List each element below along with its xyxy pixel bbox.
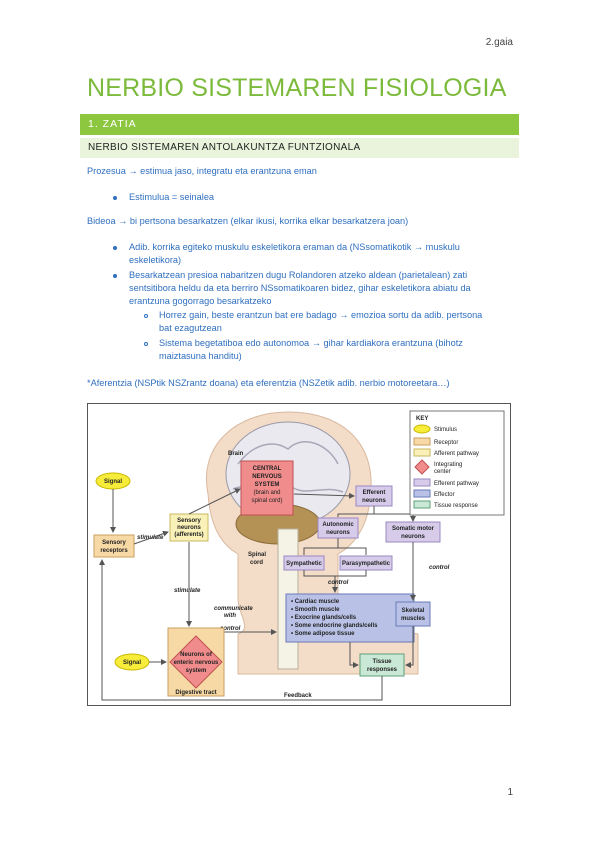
sub-bullet-line: Sistema begetatiboa edo autonomoa → giha…: [159, 338, 463, 348]
bullet-line: erantzuna gogorrago besarkatzeko: [129, 296, 272, 306]
somatic-motor-label-1: Somatic motor: [392, 526, 435, 532]
paragraph-afferent-efferent: *Aferentzia (NSPtik NSZrantz doana) eta …: [87, 378, 450, 388]
skeletal-muscles-label-2: muscles: [401, 616, 426, 622]
effector-item: • Some adipose tissue: [291, 631, 355, 637]
communicate-label-1: communicate: [214, 606, 253, 612]
effector-item: • Exocrine glands/cells: [291, 615, 357, 621]
bullet-dot: [113, 246, 117, 250]
key-item: Tissue response: [434, 503, 478, 509]
cns-box: [240, 460, 294, 516]
signal-bottom-label: Signal: [123, 660, 141, 666]
key-item: Stimulus: [434, 427, 457, 433]
feedback-path: [99, 559, 383, 701]
chapter-label: 2.gaia: [485, 37, 513, 48]
key-item: Effector: [434, 492, 455, 498]
sensory-neurons-label-1: Sensory: [177, 518, 201, 524]
bullet-line: sentsitibora heldu da eta berriro NSsoma…: [129, 283, 471, 293]
cns-label-2: NERVOUS: [252, 474, 282, 480]
paragraph-video: Bideoa → bi pertsona besarkatzen (elkar …: [87, 216, 409, 226]
key-title: KEY: [416, 416, 428, 422]
cns-label-4: (brain and: [253, 490, 280, 496]
tissue-responses-label-2: responses: [367, 667, 398, 673]
sub-bullet-circle: [144, 314, 148, 318]
tissue-responses-label-1: Tissue: [373, 659, 393, 665]
control-label-2: control: [429, 565, 450, 571]
feedback-label: Feedback: [284, 693, 312, 699]
nervous-system-diagram: Brain CENTRAL NERVOUS SYSTEM (brain and …: [87, 403, 511, 706]
key-item: Integrating: [434, 462, 462, 468]
effector-item: • Smooth muscle: [291, 607, 340, 613]
enteric-label-1: Neurons of: [180, 652, 213, 658]
sympathetic-label: Sympathetic: [286, 561, 322, 567]
brain-label: Brain: [228, 451, 244, 457]
cns-label-1: CENTRAL: [253, 466, 282, 472]
bullet-dot: [113, 274, 117, 278]
subsection-heading: NERBIO SISTEMAREN ANTOLAKUNTZA FUNTZIONA…: [80, 138, 519, 158]
effector-item: • Some endocrine glands/cells: [291, 623, 378, 629]
effector-item: • Cardiac muscle: [291, 599, 340, 605]
key-item: Receptor: [434, 440, 458, 446]
skeletal-muscles-label-1: Skeletal: [402, 608, 425, 614]
skeletal-muscles-box: [395, 601, 431, 627]
spinal-cord-label-1: Spinal: [248, 552, 266, 558]
bullet-line: Adib. korrika egiteko muskulu eskeletiko…: [129, 242, 460, 252]
bullet-line: eskeletikora): [129, 255, 182, 265]
bullet-stimulus: Estimulua = seinalea: [129, 192, 215, 202]
sub-bullet-circle: [144, 342, 148, 346]
sub-bullet-line: maiztasuna handitu): [159, 351, 242, 361]
cns-label-5: spinal cord): [251, 498, 282, 504]
control-label-1: control: [328, 580, 349, 586]
sensory-neurons-label-2: neurons: [177, 525, 201, 531]
stimulate-label-2: stimulate: [174, 588, 201, 594]
efferent-neurons-label-2: neurons: [362, 498, 386, 504]
digestive-tract-label: Digestive tract: [175, 690, 216, 696]
page-title: NERBIO SISTEMAREN FISIOLOGIA: [87, 74, 507, 102]
bullet-line: Besarkatzean presioa nabaritzen dugu Rol…: [129, 270, 468, 280]
autonomic-neurons-label-1: Autonomic: [322, 522, 354, 528]
sub-bullet-line: Horrez gain, beste erantzun bat ere bada…: [159, 310, 483, 320]
sensory-receptors-label-2: receptors: [100, 548, 128, 554]
sensory-neurons-box: [169, 513, 209, 542]
somatic-motor-label-2: neurons: [401, 534, 425, 540]
enteric-label-2: enteric nervous: [174, 660, 219, 666]
effectors-box: [285, 593, 415, 643]
sub-bullet-line: bat ezagutzean: [159, 323, 222, 333]
communicate-label-2: with: [224, 613, 236, 619]
sensory-neurons-label-3: (afferents): [174, 532, 203, 538]
bullet-dot: [113, 196, 117, 200]
section-heading: 1. ZATIA: [80, 114, 519, 135]
parasympathetic-label: Parasympathetic: [342, 561, 391, 567]
paragraph-process: Prozesua → estimua jaso, integratu eta e…: [87, 166, 317, 176]
sensory-receptors-box: [93, 534, 135, 558]
key-item: Efferent pathway: [434, 481, 479, 487]
efferent-neurons-label-1: Efferent: [363, 490, 386, 496]
control-label-3: control: [220, 626, 241, 632]
enteric-diamond: [169, 635, 223, 689]
page-number: 1: [507, 787, 513, 798]
diagram-svg: Brain CENTRAL NERVOUS SYSTEM (brain and …: [93, 410, 505, 701]
cns-label-3: SYSTEM: [255, 482, 280, 488]
key-item: center: [434, 469, 451, 475]
enteric-label-3: system: [186, 668, 207, 674]
spinal-cord-label-2: cord: [250, 560, 263, 566]
sensory-receptors-label-1: Sensory: [102, 540, 126, 546]
key-item: Afferent pathway: [434, 451, 479, 457]
autonomic-neurons-label-2: neurons: [326, 530, 350, 536]
signal-top-label: Signal: [104, 479, 122, 485]
